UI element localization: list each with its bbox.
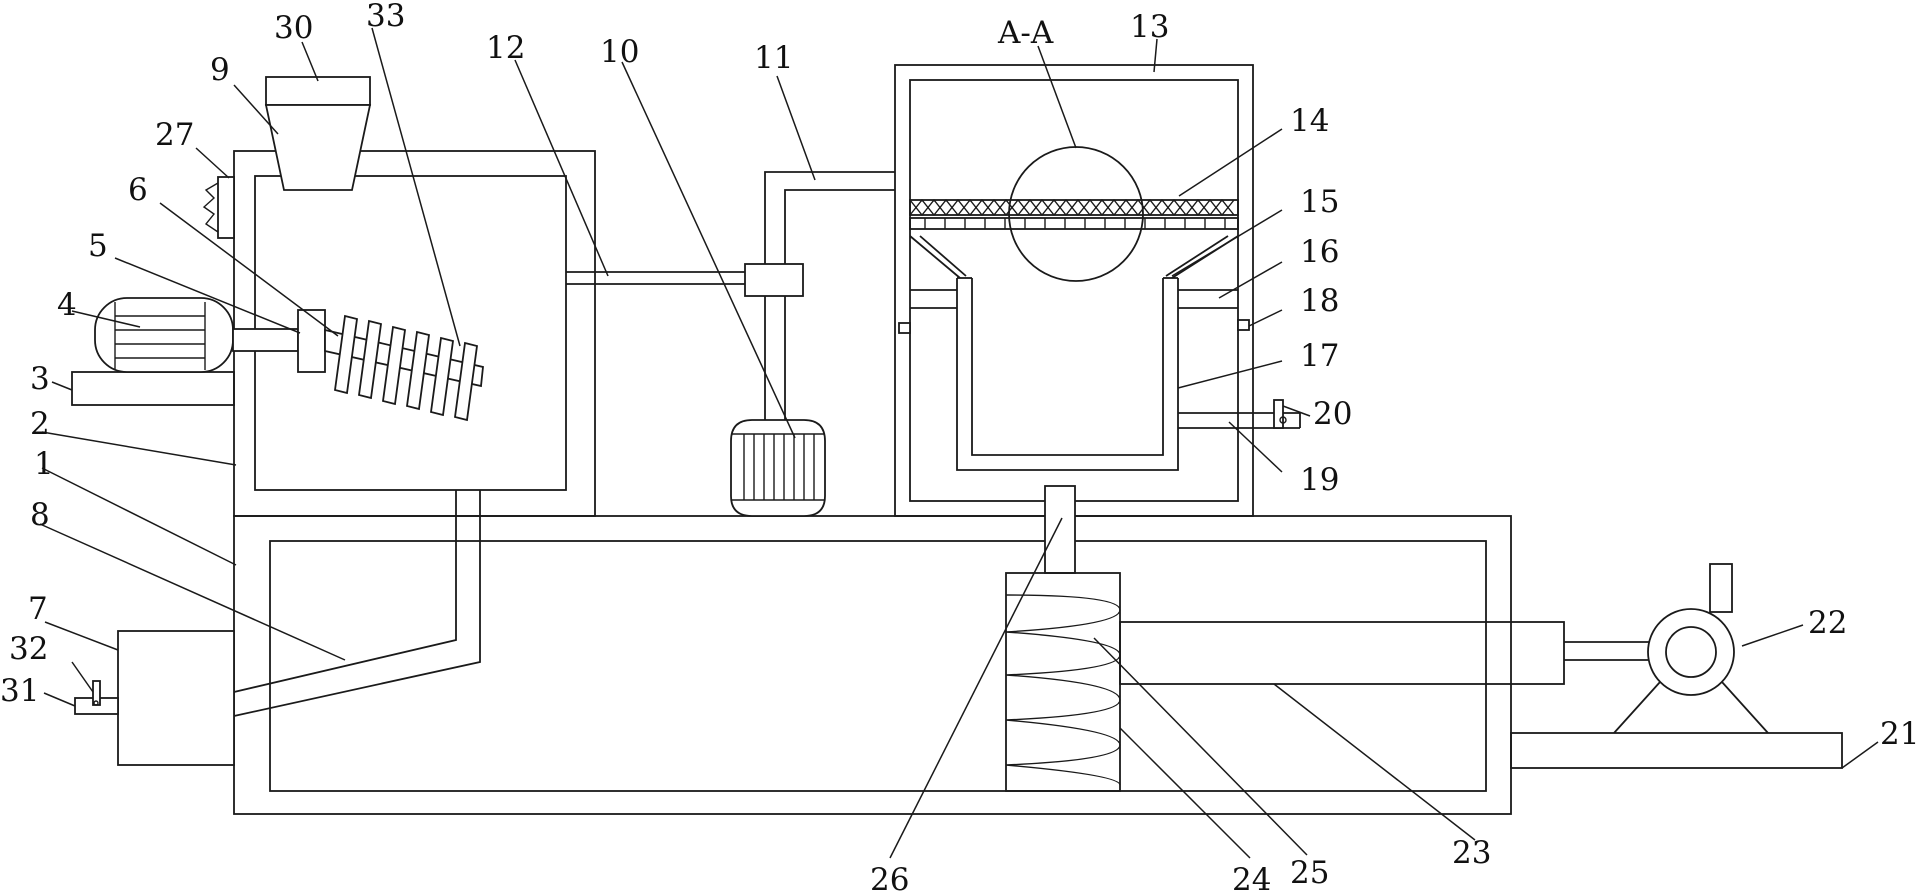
- outlet-valve: [74, 680, 119, 715]
- transfer-pipe: [566, 263, 804, 420]
- filter-screen: [909, 198, 1239, 230]
- base-tank: [233, 515, 1512, 815]
- funnel-guide: [909, 235, 1239, 279]
- label-1: 1: [34, 446, 54, 482]
- label-32: 32: [9, 631, 48, 667]
- inner-basket: [956, 277, 1179, 471]
- leader-lines: [39, 27, 1879, 859]
- side-bracket: [202, 176, 235, 239]
- label-12: 12: [486, 30, 525, 66]
- pump-motor: [730, 419, 826, 517]
- label-17: 17: [1300, 338, 1339, 374]
- crushing-blades: [334, 314, 478, 422]
- label-14: 14: [1290, 103, 1329, 139]
- label-3: 3: [30, 361, 50, 397]
- label-27: 27: [155, 117, 194, 153]
- label-8: 8: [30, 497, 50, 533]
- label-13: 13: [1130, 9, 1169, 45]
- label-18: 18: [1300, 283, 1339, 319]
- side-outlet-pipe: [1178, 399, 1301, 429]
- motor-base-plate: [71, 371, 235, 406]
- conveyor-cylinder: [1119, 621, 1650, 685]
- collection-tank: [117, 630, 235, 766]
- label-31: 31: [0, 673, 39, 709]
- label-25: 25: [1290, 855, 1329, 891]
- blower-fan: [1613, 563, 1769, 734]
- label-6: 6: [128, 172, 148, 208]
- label-9: 9: [210, 52, 230, 88]
- label-20: 20: [1313, 396, 1352, 432]
- label-16: 16: [1300, 234, 1339, 270]
- label-5: 5: [88, 228, 108, 264]
- label-24: 24: [1232, 862, 1271, 895]
- label-10: 10: [600, 34, 639, 70]
- drive-motor: [94, 297, 234, 373]
- label-2: 2: [30, 406, 50, 442]
- label-21: 21: [1880, 716, 1919, 752]
- label-7: 7: [28, 591, 48, 627]
- label-15: 15: [1300, 184, 1339, 220]
- label-26: 26: [870, 862, 909, 895]
- label-11: 11: [754, 40, 793, 76]
- screw-conveyor: [1005, 485, 1121, 792]
- blower-stand: [1510, 732, 1843, 769]
- label-30: 30: [274, 10, 313, 46]
- discharge-chute: [233, 490, 481, 717]
- basket-supports: [910, 289, 1238, 309]
- label-22: 22: [1808, 605, 1847, 641]
- label-4: 4: [57, 287, 77, 323]
- feed-hopper: [264, 76, 372, 191]
- label-33: 33: [366, 0, 405, 34]
- label-19: 19: [1300, 462, 1339, 498]
- label-23: 23: [1452, 835, 1491, 871]
- section-label-a-a: A-A: [997, 15, 1054, 51]
- upper-pipe: [764, 171, 895, 264]
